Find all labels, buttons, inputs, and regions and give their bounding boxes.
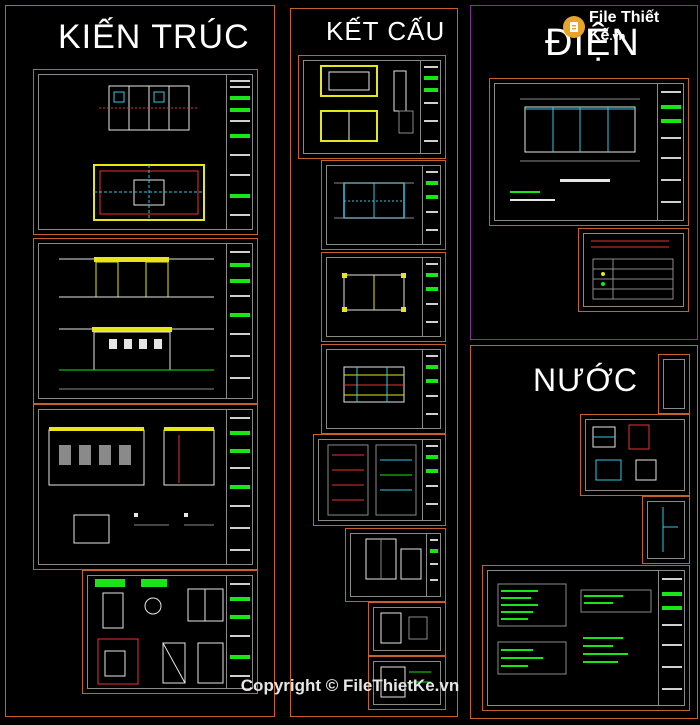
title-block bbox=[226, 243, 253, 399]
title-block bbox=[422, 257, 441, 337]
logo-suffix: .vn bbox=[609, 31, 626, 43]
title-block bbox=[420, 60, 441, 154]
struct-frame-drawing bbox=[334, 182, 414, 219]
title-block bbox=[658, 570, 685, 706]
struct-sheet-6[interactable] bbox=[345, 528, 446, 602]
elec-sheet-2-legend[interactable] bbox=[578, 228, 689, 312]
struct-detail-2-drawing bbox=[380, 666, 431, 698]
arch-plan-drawing bbox=[93, 85, 205, 221]
title-block bbox=[226, 409, 253, 565]
architecture-title: KIẾN TRÚC bbox=[58, 18, 250, 56]
struct-sheet-7[interactable] bbox=[368, 602, 446, 656]
title-block bbox=[226, 575, 253, 689]
struct-sheet-1[interactable] bbox=[298, 55, 446, 159]
struct-beam-drawing bbox=[342, 273, 406, 312]
struct-sheet-4[interactable] bbox=[321, 344, 446, 434]
elec-plan-drawing bbox=[510, 98, 640, 201]
arch-sheet-2-elevations[interactable] bbox=[33, 238, 258, 404]
title-block bbox=[657, 83, 684, 221]
structure-title: KẾT CẤU bbox=[326, 16, 446, 46]
title-block bbox=[426, 533, 441, 597]
struct-sheet-5[interactable] bbox=[313, 434, 446, 526]
arch-section-drawing bbox=[48, 427, 215, 544]
elec-legend-drawing bbox=[591, 240, 674, 300]
elec-sheet-1-lighting-plan[interactable] bbox=[489, 78, 689, 226]
arch-sheet-3-sections[interactable] bbox=[33, 404, 258, 570]
struct-rebar-drawing bbox=[327, 444, 417, 516]
water-detail-drawing bbox=[592, 424, 657, 481]
structure-panel bbox=[290, 8, 458, 717]
title-block bbox=[422, 349, 441, 429]
water-sheet-3[interactable] bbox=[642, 496, 690, 564]
logo-text: File Thiết Kế bbox=[589, 9, 660, 44]
struct-sheet-3[interactable] bbox=[321, 252, 446, 342]
electrical-title: ĐIỆN bbox=[545, 22, 640, 64]
logo-badge-icon bbox=[563, 16, 585, 38]
struct-slab-drawing bbox=[343, 366, 405, 403]
site-logo: File Thiết Kế.vn bbox=[563, 9, 700, 44]
water-sheet-2-details[interactable] bbox=[580, 414, 690, 496]
struct-foundation-drawing bbox=[320, 65, 414, 142]
struct-sheet-8[interactable] bbox=[368, 656, 446, 710]
water-sheet-4-tables[interactable] bbox=[482, 565, 690, 711]
water-riser-drawing bbox=[662, 507, 678, 552]
architecture-panel bbox=[5, 5, 275, 717]
water-sheet-1[interactable] bbox=[658, 354, 690, 414]
copyright-watermark: Copyright © FileThietKe.vn bbox=[240, 676, 460, 695]
arch-elevation-drawing bbox=[59, 257, 214, 390]
arch-sheet-1-floor-plan[interactable] bbox=[33, 69, 258, 235]
electrical-panel bbox=[470, 5, 698, 340]
title-block bbox=[422, 439, 441, 521]
title-block bbox=[422, 165, 441, 245]
struct-sheet-2[interactable] bbox=[321, 160, 446, 250]
water-title: NƯỚC bbox=[533, 362, 638, 398]
title-block bbox=[226, 74, 253, 230]
water-table-drawing bbox=[497, 583, 652, 675]
arch-detail-drawing bbox=[95, 579, 224, 685]
arch-sheet-4-details[interactable] bbox=[82, 570, 258, 694]
struct-detail-drawing bbox=[380, 612, 428, 644]
struct-column-drawing bbox=[365, 538, 422, 580]
water-panel bbox=[470, 345, 698, 719]
